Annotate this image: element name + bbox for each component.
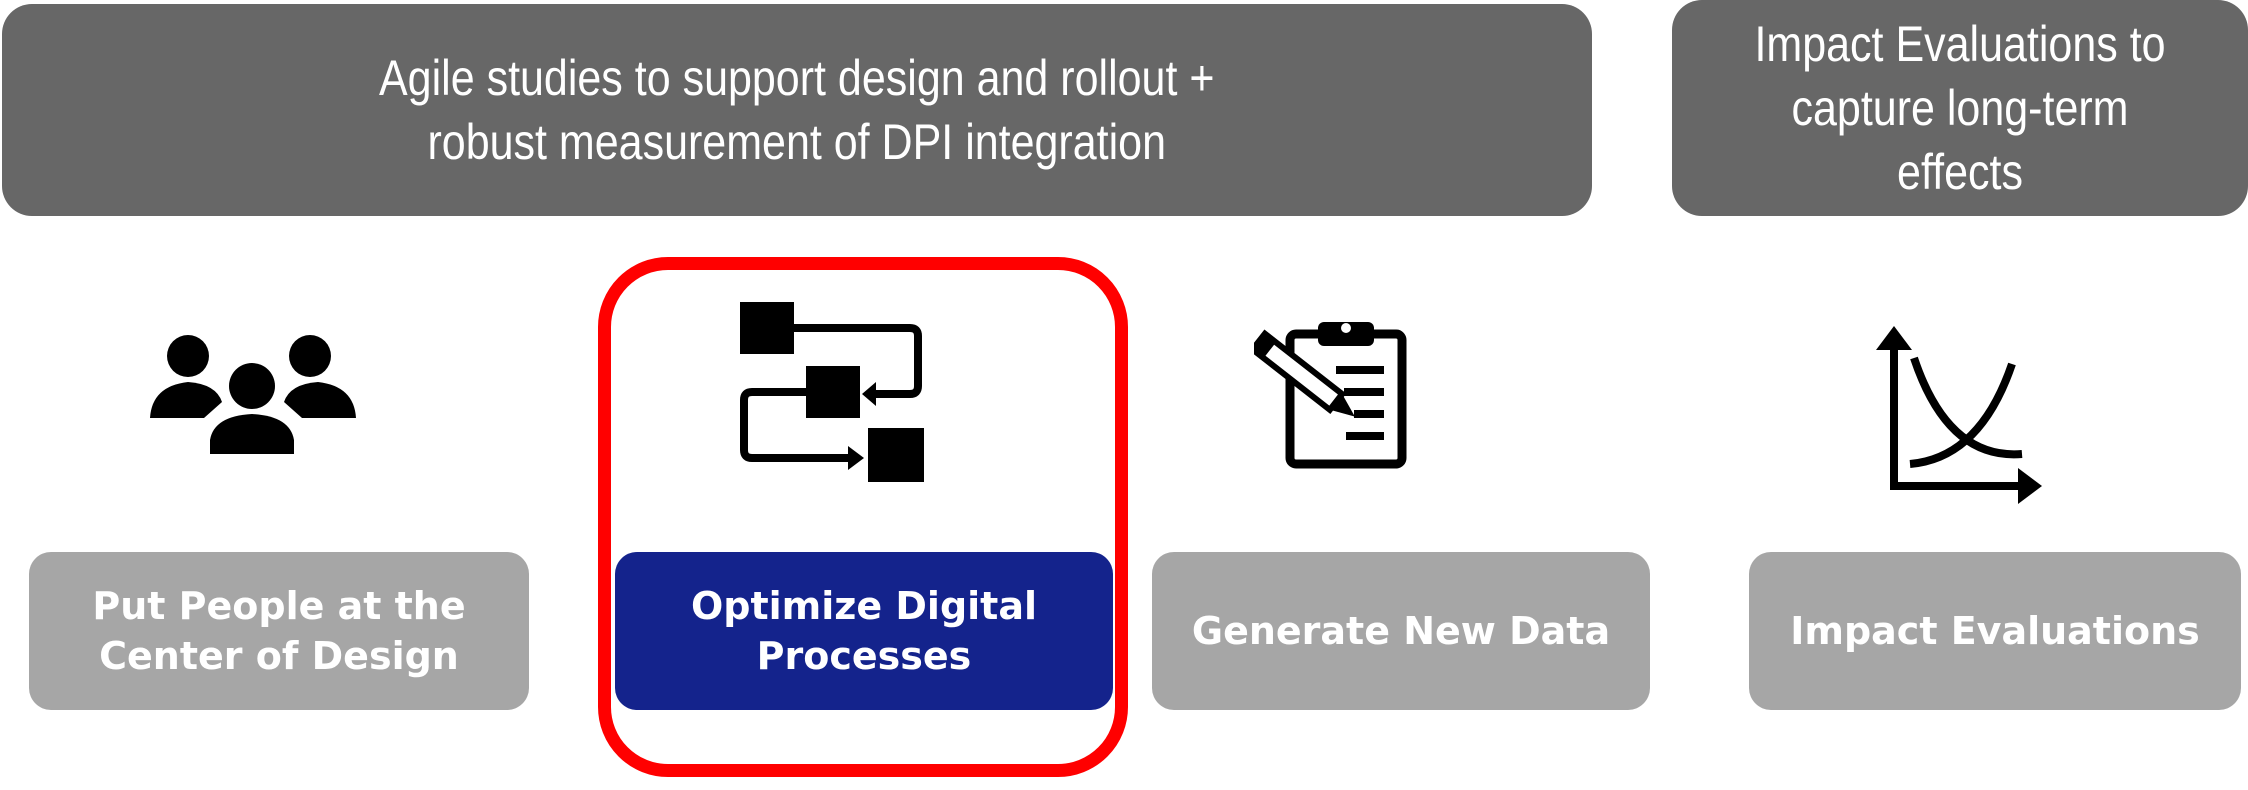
card-optimize-line2: Processes — [756, 634, 972, 678]
card-impact-evaluations: Impact Evaluations — [1749, 552, 2241, 710]
banner-left-line1: Agile studies to support design and roll… — [379, 50, 1215, 106]
process-flow-icon — [740, 302, 924, 482]
card-data-label: Generate New Data — [1191, 609, 1611, 653]
impact-evaluations-banner: Impact Evaluations to capture long-term … — [1672, 0, 2248, 216]
banner-right-line1: Impact Evaluations to — [1754, 16, 2166, 72]
card-put-people-at-center: Put People at the Center of Design — [29, 552, 529, 710]
card-people-line2: Center of Design — [99, 634, 459, 678]
card-people-line1: Put People at the — [92, 584, 466, 628]
people-group-icon — [150, 335, 356, 454]
card-optimize-line1: Optimize Digital — [690, 584, 1038, 628]
card-optimize-digital-processes: Optimize Digital Processes — [615, 552, 1113, 710]
banner-right-line2: capture long-term — [1791, 80, 2129, 136]
crossing-curves-chart-icon — [1876, 326, 2042, 504]
card-impact-label: Impact Evaluations — [1790, 609, 2200, 653]
banner-left-line2: robust measurement of DPI integration — [427, 114, 1167, 170]
clipboard-pencil-icon — [1254, 322, 1407, 469]
banner-right-line3: effects — [1897, 144, 2023, 200]
design-rollout-banner: Agile studies to support design and roll… — [2, 4, 1592, 216]
card-generate-new-data: Generate New Data — [1152, 552, 1650, 710]
selected-step-highlight — [598, 257, 1128, 777]
